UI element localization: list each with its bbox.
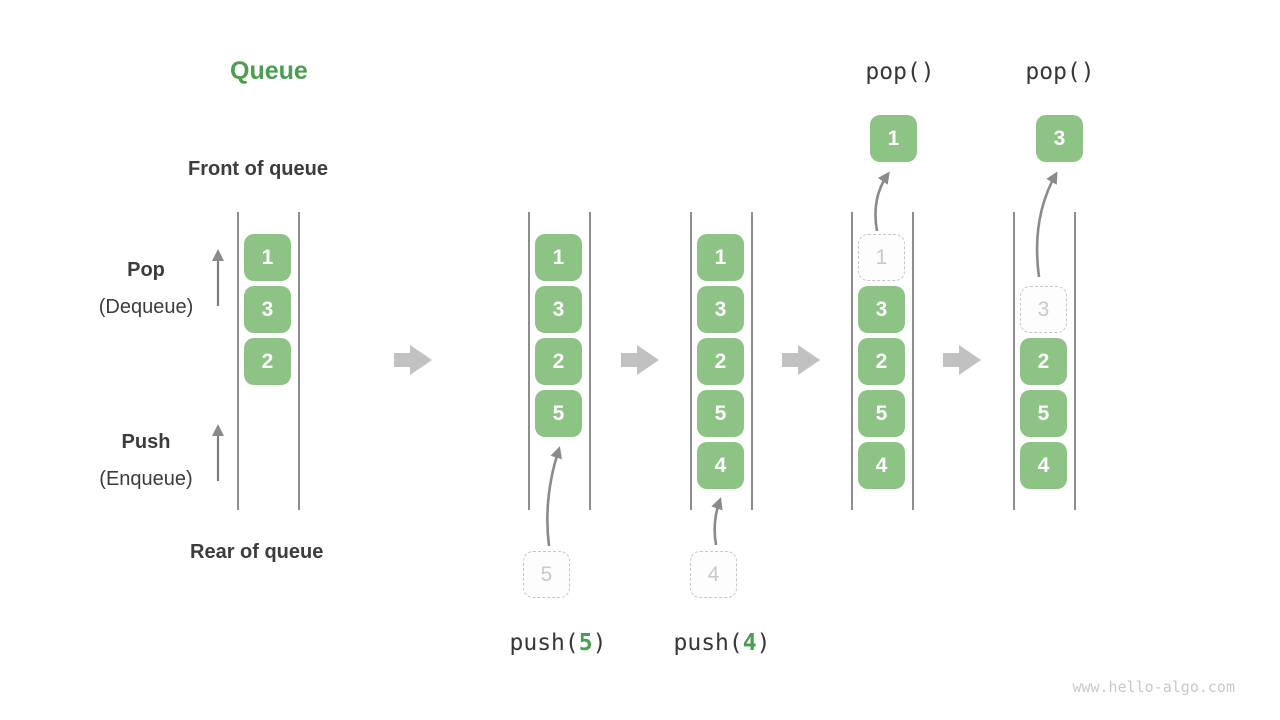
transition-arrow-icon [394,345,432,375]
pop-motion-arrow-icon [1035,171,1058,278]
queue-wall [1013,212,1015,510]
incoming-element-box: 4 [690,551,737,598]
transition-arrow-icon [782,345,820,375]
queue-cell: 4 [697,442,744,489]
queue-cell: 1 [697,234,744,281]
queue-cell: 3 [244,286,291,333]
queue-cell: 2 [1020,338,1067,385]
push-enqueue-label: Push (Enqueue) [56,424,236,498]
op-fn: push( [509,630,579,656]
queue-cell: 3 [535,286,582,333]
queue-cell: 5 [535,390,582,437]
op-fn: push( [673,630,743,656]
queue-cell: 3 [858,286,905,333]
queue-cell: 1 [535,234,582,281]
popped-element-box: 3 [1036,115,1083,162]
queue-cell: 5 [697,390,744,437]
queue-wall [751,212,753,510]
queue-wall [690,212,692,510]
op-close: ) [756,630,771,656]
pop-label: Pop [127,259,165,281]
queue-wall [912,212,914,510]
push-motion-arrow-icon [711,497,723,546]
push-motion-arrow-icon [546,446,562,547]
transition-arrow-icon [943,345,981,375]
rear-of-queue-label: Rear of queue [190,541,324,563]
watermark: www.hello-algo.com [1072,678,1235,696]
pop-motion-arrow-icon [874,171,890,232]
queue-wall [851,212,853,510]
queue-wall [1074,212,1076,510]
queue-wall [237,212,239,510]
popped-element-box: 1 [870,115,917,162]
push-operation-label: push(5) [488,630,628,656]
queue-cell: 5 [858,390,905,437]
queue-wall [589,212,591,510]
pop-operation-label: pop() [1025,59,1095,85]
pop-operation-label: pop() [865,59,935,85]
queue-cell: 2 [858,338,905,385]
dequeue-sublabel: (Dequeue) [98,296,194,318]
op-close: ) [592,630,607,656]
queue-wall [528,212,530,510]
queue-cell: 4 [858,442,905,489]
queue-cell: 4 [1020,442,1067,489]
enqueue-sublabel: (Enqueue) [99,468,193,490]
incoming-element-box: 5 [523,551,570,598]
queue-wall [298,212,300,510]
push-label: Push [121,431,171,453]
front-of-queue-label: Front of queue [188,158,328,180]
op-arg: 4 [742,630,757,656]
push-operation-label: push(4) [652,630,792,656]
queue-cell: 3 [697,286,744,333]
transition-arrow-icon [621,345,659,375]
removed-element-slot: 3 [1020,286,1067,333]
queue-cell: 1 [244,234,291,281]
diagram-title: Queue [230,57,308,85]
queue-cell: 2 [697,338,744,385]
queue-cell: 2 [244,338,291,385]
queue-cell: 2 [535,338,582,385]
pop-dequeue-label: Pop (Dequeue) [56,252,236,326]
op-arg: 5 [578,630,593,656]
queue-cell: 5 [1020,390,1067,437]
removed-element-slot: 1 [858,234,905,281]
